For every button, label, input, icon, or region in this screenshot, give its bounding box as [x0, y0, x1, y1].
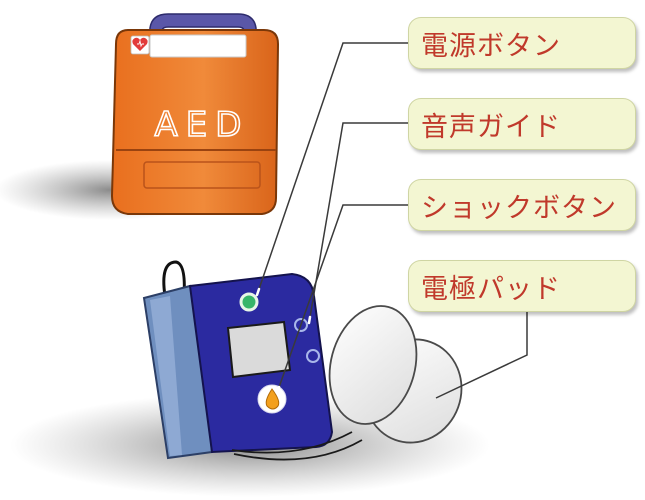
- case-body: [110, 29, 280, 215]
- leader-lines: [256, 42, 528, 399]
- callout-shock-button: ショックボタン: [408, 179, 636, 231]
- callout-voice-guide-text: 音声ガイド: [421, 111, 561, 143]
- callout-shock-button-text: ショックボタン: [421, 192, 617, 224]
- aed-case: AED: [0, 13, 280, 220]
- power-button-icon: [239, 292, 259, 312]
- callout-power-button-text: 電源ボタン: [421, 30, 561, 62]
- heart-icon: [130, 35, 150, 55]
- callout-electrode-pads-text: 電極パッド: [421, 273, 561, 305]
- case-latch: [143, 161, 261, 189]
- pad-front: [328, 305, 418, 425]
- callout-voice-guide: 音声ガイド: [408, 98, 636, 150]
- shock-button-icon: [257, 384, 287, 414]
- device-screen: [226, 320, 292, 379]
- callout-electrode-pads: 電極パッド: [408, 260, 636, 312]
- case-aed-text: AED: [155, 105, 250, 145]
- leader-line-voice: [308, 122, 408, 324]
- device-side-highlight: [150, 296, 182, 456]
- case-label-strip: [149, 34, 247, 58]
- pad-cable: [231, 431, 363, 461]
- leader-line-ends: [255, 287, 312, 395]
- leader-line-shock: [276, 204, 408, 394]
- device-cable-loop: [162, 260, 186, 297]
- electrode-pads: [328, 305, 463, 444]
- callout-power-button: 電源ボタン: [408, 17, 636, 69]
- leader-line-pads: [435, 312, 528, 399]
- leader-line-power: [256, 42, 408, 296]
